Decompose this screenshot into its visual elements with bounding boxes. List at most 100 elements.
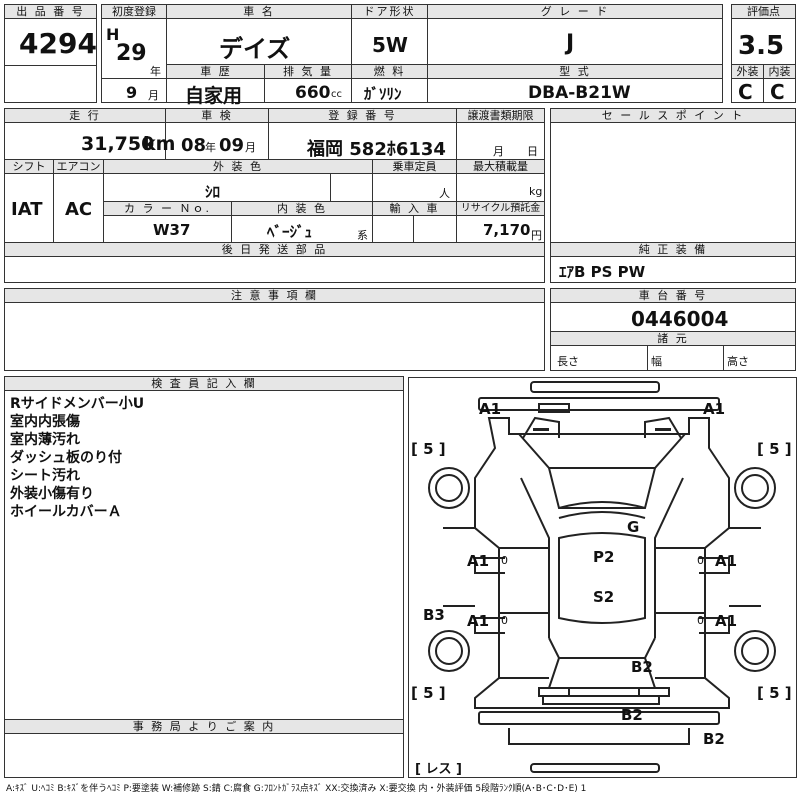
later-parts-label: 後 日 発 送 部 品 — [5, 243, 544, 257]
first-registration-box: 初度登録 H 29 年 9 月 — [101, 4, 167, 103]
tire-mark-front-left: [ 5 ] — [411, 440, 446, 458]
inspector-note: Rサイドメンバー小U — [10, 396, 145, 412]
width-label: 幅 — [651, 355, 662, 368]
grade: J — [566, 31, 575, 56]
mileage-label: 走 行 — [5, 109, 165, 123]
mileage-unit: km — [143, 133, 176, 155]
color-no-label: カ ラ ー Ｎｏ. — [104, 202, 231, 216]
chassis-label: 車 台 番 号 — [551, 289, 795, 303]
model: DBA-B21W — [528, 83, 631, 103]
auction-number-label: 出 品 番 号 — [5, 5, 96, 19]
inspector-note: ホイールカバーＡ — [10, 504, 122, 520]
inspector-note: 外装小傷有り — [10, 486, 94, 502]
registration-year: 29 — [116, 41, 147, 66]
damage-mark-rear-corner: B2 — [703, 730, 725, 748]
spare-tire-mark: [ レス ] — [415, 762, 462, 777]
color-number: W37 — [153, 221, 191, 239]
exterior-grade: C — [738, 80, 753, 104]
car-name: デイズ — [219, 35, 291, 63]
transfer-month-unit: 月 — [493, 145, 504, 158]
caution-box: 注 意 事 項 欄 — [4, 288, 545, 371]
door-box: ドア形状 5W 燃 料 ｶﾞｿﾘﾝ — [351, 4, 428, 103]
plate-label: 登 録 番 号 — [269, 109, 456, 123]
vehicle-info-box: 走 行 車 検 登 録 番 号 譲渡書類期限 31,750 km 08 年 09… — [4, 108, 545, 283]
tread-mark: 0 — [501, 554, 508, 567]
score-box: 評価点 3.5 外装 内装 C C — [731, 4, 796, 104]
door-label: ドア形状 — [352, 5, 427, 19]
fuel-label: 燃 料 — [352, 65, 427, 79]
max-load-label: 最大積載量 — [457, 160, 544, 174]
damage-diagram: A1 A1 [ 5 ] [ 5 ] G P2 S2 A1 A1 A1 A1 B3… — [408, 377, 797, 778]
grade-label: グ レ ー ド — [428, 5, 722, 19]
damage-mark-right-rear-door: A1 — [715, 612, 738, 630]
inspector-note: シート汚れ — [10, 468, 80, 484]
history: 自家用 — [185, 85, 243, 107]
height-label: 高さ — [727, 355, 749, 368]
interior-grade: C — [770, 80, 785, 104]
interior-color: ﾍﾞｰｼﾞｭ — [267, 223, 313, 241]
damage-mark-rear-hatch: B2 — [631, 658, 653, 676]
model-label: 型 式 — [428, 65, 722, 79]
month-unit: 月 — [148, 89, 159, 102]
capacity-unit: 人 — [439, 187, 450, 200]
inspector-note: ダッシュ板のり付 — [10, 450, 122, 466]
specs-label: 諸 元 — [551, 332, 795, 346]
air-conditioner: AC — [65, 199, 93, 220]
mileage: 31,750 — [81, 133, 155, 155]
office-label: 事 務 局 よ り ご 案 内 — [5, 720, 403, 734]
exterior-color-label: 外 装 色 — [104, 160, 372, 174]
car-name-box: 車 名 デイズ 車 歴 排 気 量 自家用 660 cc — [166, 4, 352, 107]
damage-mark-roof-p2: P2 — [593, 548, 615, 566]
inspector-note: 室内内張傷 — [10, 414, 80, 430]
displacement: 660 — [295, 83, 331, 103]
capacity-label: 乗車定員 — [373, 160, 456, 174]
inspection-year-unit: 年 — [205, 141, 216, 154]
caution-label: 注 意 事 項 欄 — [5, 289, 544, 303]
chassis-number: 0446004 — [631, 307, 729, 331]
car-name-label: 車 名 — [167, 5, 351, 19]
inspector-note: 室内薄汚れ — [10, 432, 80, 448]
sales-point-label: セ ー ル ス ポ イ ン ト — [551, 109, 795, 123]
year-unit: 年 — [150, 65, 161, 78]
plate: 福岡 582ﾎ6134 — [307, 139, 446, 160]
fuel: ｶﾞｿﾘﾝ — [364, 85, 402, 103]
era: H — [106, 25, 120, 44]
damage-mark-left-rear-door: A1 — [467, 612, 490, 630]
interior-color-label: 内 装 色 — [232, 202, 372, 216]
recycle-label: リサイクル預託金 — [457, 202, 544, 216]
max-load-unit: kg — [529, 185, 543, 198]
inspector-label: 検 査 員 記 入 欄 — [5, 377, 403, 391]
recycle-deposit: 7,170 — [483, 221, 531, 239]
length-label: 長さ — [557, 355, 579, 368]
displacement-label: 排 気 量 — [265, 65, 351, 79]
damage-mark-front-right: A1 — [703, 400, 726, 418]
recycle-unit: 円 — [531, 229, 542, 242]
displacement-unit: cc — [331, 89, 342, 100]
inspection-label: 車 検 — [166, 109, 268, 123]
auction-number: 4294 — [19, 27, 97, 60]
transfer-label: 譲渡書類期限 — [457, 109, 544, 123]
first-registration-label: 初度登録 — [102, 5, 166, 19]
damage-mark-roof-s2: S2 — [593, 588, 615, 606]
damage-mark-windshield: G — [627, 518, 640, 536]
shift-label: シフト — [5, 160, 53, 174]
auction-number-box: 出 品 番 号 4294 — [4, 4, 97, 103]
equipment-label: 純 正 装 備 — [551, 243, 795, 257]
damage-mark-rear-bumper: B2 — [621, 706, 643, 724]
inspection-month: 09 — [219, 135, 245, 156]
interior-label: 内装 — [764, 65, 795, 79]
tread-mark: 0 — [697, 614, 704, 627]
inspector-box: 検 査 員 記 入 欄 Rサイドメンバー小U 室内内張傷 室内薄汚れ ダッシュ板… — [4, 376, 404, 778]
score: 3.5 — [738, 31, 785, 61]
sales-point-box: セ ー ル ス ポ イ ン ト 純 正 装 備 ｴｱB PS PW — [550, 108, 796, 283]
history-label: 車 歴 — [167, 65, 265, 79]
exterior-color: ｼﾛ — [205, 183, 221, 201]
ac-label: エアコン — [54, 160, 103, 174]
transfer-day-unit: 日 — [527, 145, 538, 158]
damage-mark-front-left: A1 — [479, 400, 502, 418]
exterior-label: 外装 — [732, 65, 763, 79]
inspection-month-unit: 月 — [245, 141, 256, 154]
inspection-year: 08 — [181, 135, 207, 156]
damage-mark-left-front-door: A1 — [467, 552, 490, 570]
damage-mark-left-side: B3 — [423, 606, 445, 624]
